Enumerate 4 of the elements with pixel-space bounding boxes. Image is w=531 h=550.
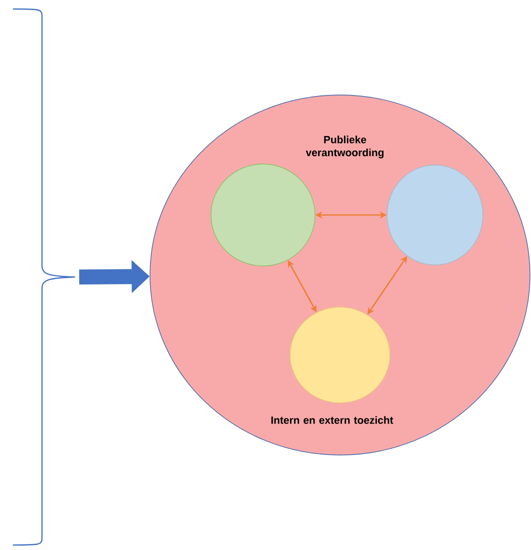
circle	[210, 164, 316, 266]
brace	[13, 8, 76, 546]
circle	[290, 306, 390, 404]
circle	[386, 164, 484, 266]
